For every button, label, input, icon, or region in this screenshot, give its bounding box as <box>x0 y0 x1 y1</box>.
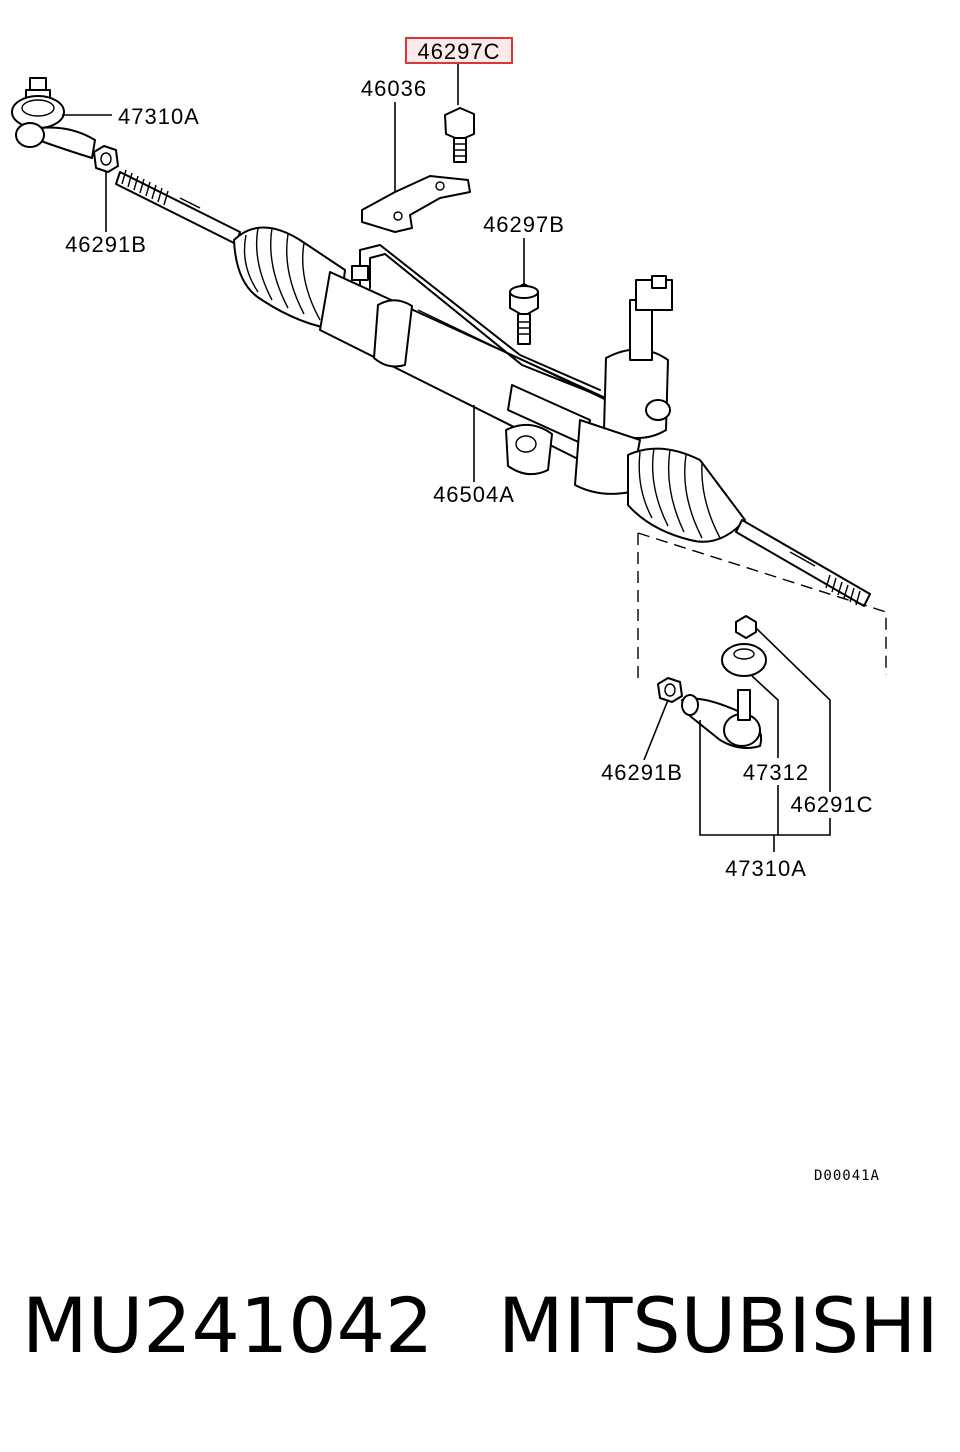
valve-body <box>574 275 673 495</box>
tie-rod-right <box>735 519 871 607</box>
nut-right <box>657 677 683 703</box>
nut-left <box>93 145 119 173</box>
tie-rod-end-right <box>681 615 767 749</box>
drawing-code: D00041A <box>814 1168 880 1184</box>
callout-47312[interactable]: 47312 <box>743 760 809 785</box>
highlight-box <box>405 37 513 64</box>
detail-box <box>637 532 887 680</box>
callout-46291C[interactable]: 46291C <box>790 792 873 817</box>
callout-47310A-bottom[interactable]: 47310A <box>725 856 807 881</box>
tie-rod-end-left <box>11 77 96 159</box>
hydraulic-pipes <box>351 244 606 399</box>
bolt-46297B <box>509 283 539 345</box>
callout-46297C[interactable]: 46297C <box>417 39 500 64</box>
bolt-46297C <box>444 107 475 163</box>
callout-46036[interactable]: 46036 <box>361 76 427 101</box>
caption-part-number: MU241042 <box>22 1281 434 1370</box>
bellows-boot-left <box>233 226 346 331</box>
callout-46291B-bottom[interactable]: 46291B <box>601 760 683 785</box>
callout-47310A-top[interactable]: 47310A <box>118 104 200 129</box>
caption-brand: MITSUBISHI <box>498 1281 939 1370</box>
leader-lines <box>62 64 831 852</box>
callout-46297B[interactable]: 46297B <box>483 212 565 237</box>
bellows-boot-right <box>627 447 746 543</box>
callout-46504A[interactable]: 46504A <box>433 482 515 507</box>
callout-46291B-top[interactable]: 46291B <box>65 232 147 257</box>
rack-housing <box>319 271 611 476</box>
bracket-46036 <box>361 175 471 233</box>
